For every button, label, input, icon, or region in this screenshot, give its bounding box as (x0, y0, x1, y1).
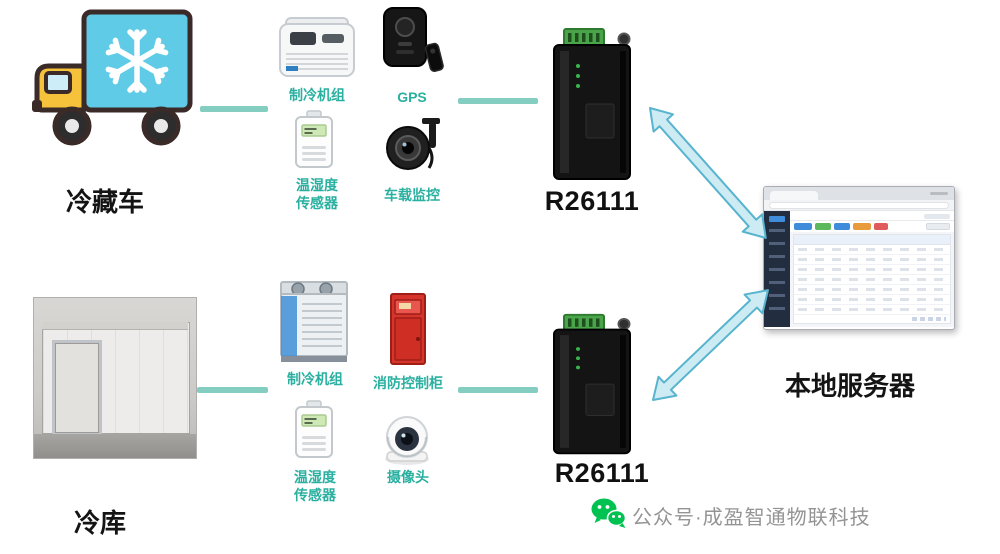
cold-storage-label: 冷库 (73, 508, 126, 538)
router-top-label: R26111 (544, 186, 640, 216)
cold-room-roof (42, 322, 188, 330)
temp-humidity-sensor-icon (288, 400, 340, 462)
refrigeration-unit-icon (278, 280, 350, 364)
browser-titlebar (764, 187, 954, 200)
table-header (794, 235, 950, 245)
dashboard-table (793, 234, 951, 324)
toolbar-button (815, 223, 831, 231)
table-pagination (794, 315, 950, 323)
dashboard-toolbar (790, 221, 954, 232)
wechat-icon (590, 497, 627, 529)
server-dashboard-screenshot (763, 186, 955, 330)
dome-camera-icon (378, 412, 436, 466)
official-account-text: 公众号·成盈智通物联科技 (632, 507, 871, 529)
device-label: 摄像头 (387, 469, 429, 485)
refrigerated-truck-icon (28, 6, 198, 158)
connector-line (458, 387, 538, 393)
connector-line (458, 98, 538, 104)
browser-address-bar (764, 200, 954, 211)
table-row (794, 255, 950, 265)
toolbar-button (794, 223, 812, 231)
table-row (794, 265, 950, 275)
toolbar-button (874, 223, 888, 231)
gps-device-icon (378, 6, 444, 80)
temp-humidity-sensor-icon (288, 110, 340, 172)
table-row (794, 305, 950, 315)
connector-line (197, 387, 268, 393)
fire-control-cabinet-icon (388, 292, 428, 368)
table-row (794, 275, 950, 285)
double-arrow-icon (649, 107, 767, 239)
warehouse-floor (34, 434, 196, 458)
device-label: 消防控制柜 (373, 375, 443, 391)
table-row (794, 285, 950, 295)
device-label: 温湿度 传感器 (296, 177, 338, 212)
cold-room-door (52, 340, 102, 436)
dashboard-header (790, 211, 954, 222)
toolbar-search (926, 223, 950, 231)
device-label: 车载监控 (384, 187, 440, 203)
device-label: GPS (397, 89, 427, 105)
url-pill (769, 202, 949, 209)
vehicle-camera-icon (382, 116, 442, 174)
refrigeration-unit-icon (278, 14, 356, 80)
connector-line (200, 106, 268, 112)
device-label: 制冷机组 (289, 87, 345, 103)
router-bottom-label: R26111 (554, 458, 650, 488)
cold-storage-room-photo (33, 297, 197, 459)
toolbar-button (853, 223, 871, 231)
table-row (794, 295, 950, 305)
device-label: 制冷机组 (287, 371, 343, 387)
toolbar-button (834, 223, 850, 231)
device-label: 温湿度 传感器 (294, 469, 336, 504)
industrial-router-icon (540, 312, 644, 458)
industrial-router-icon (540, 26, 644, 184)
double-arrow-icon (652, 289, 769, 401)
dashboard-sidebar (764, 211, 790, 327)
table-row (794, 245, 950, 255)
server-label: 本地服务器 (784, 371, 915, 401)
truck-label: 冷藏车 (65, 187, 144, 217)
